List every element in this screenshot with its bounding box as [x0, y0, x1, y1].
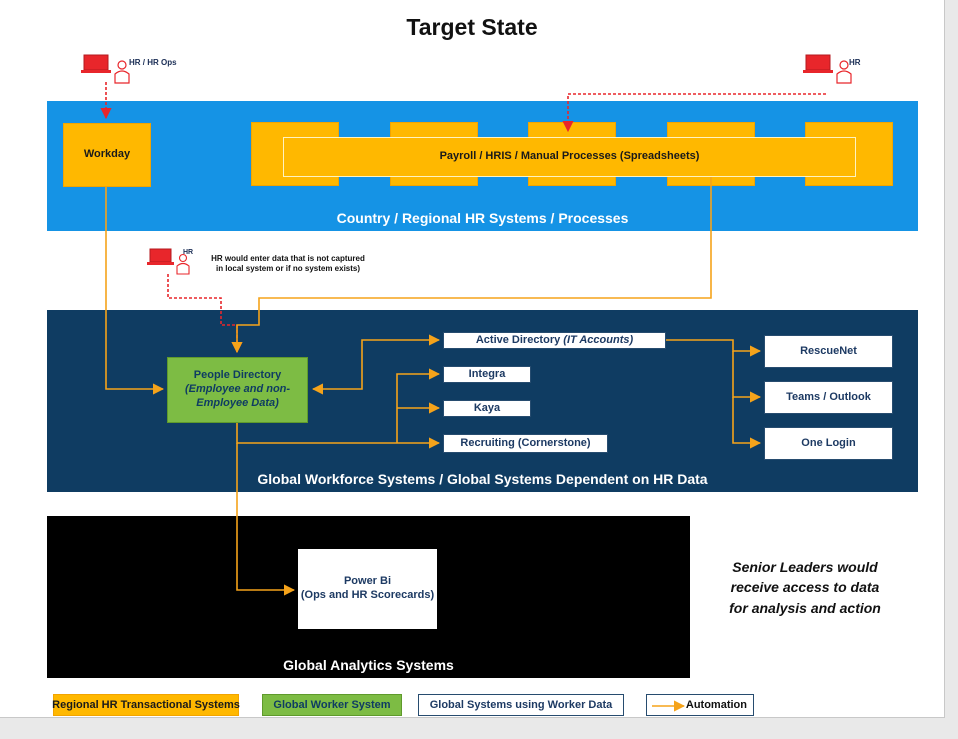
active-directory-label: Active Directory: [475, 333, 561, 346]
active-directory-suffix: (IT Accounts): [563, 333, 634, 346]
people-directory-box[interactable]: People Directory (Employee and non-Emplo…: [167, 357, 308, 423]
hr-note-line-2: in local system or if no system exists): [215, 264, 361, 274]
active-directory-box[interactable]: Active Directory (IT Accounts): [443, 332, 666, 349]
powerbi-subtitle: (Ops and HR Scorecards): [300, 589, 435, 601]
global-workforce-band-label: Global Workforce Systems / Global System…: [257, 471, 708, 487]
analytics-band-label: Global Analytics Systems: [283, 657, 454, 673]
rescuenet-box[interactable]: RescueNet: [764, 335, 893, 368]
onelogin-label: One Login: [801, 436, 856, 449]
recruiting-label: Recruiting (Cornerstone): [460, 436, 591, 449]
hr-entry-note: HR would enter data that is not captured…: [198, 254, 378, 275]
legend-regional-label: Regional HR Transactional Systems: [52, 699, 240, 711]
legend-global-using: Global Systems using Worker Data: [418, 694, 624, 716]
powerbi-title: Power Bi: [343, 575, 392, 588]
payroll-label: Payroll / HRIS / Manual Processes (Sprea…: [439, 150, 700, 163]
legend-regional: Regional HR Transactional Systems: [52, 694, 240, 716]
integra-box[interactable]: Integra: [443, 366, 531, 383]
rescuenet-label: RescueNet: [800, 344, 857, 357]
integra-label: Integra: [468, 367, 506, 380]
kaya-box[interactable]: Kaya: [443, 400, 531, 417]
legend-automation: Automation: [646, 694, 754, 716]
senior-note-line-3: for analysis and action: [729, 599, 881, 616]
legend-automation-label: Automation: [685, 699, 747, 711]
teams-outlook-label: Teams / Outlook: [786, 390, 871, 403]
teams-outlook-box[interactable]: Teams / Outlook: [764, 381, 893, 414]
legend-global-worker: Global Worker System: [262, 694, 402, 716]
legend-global-using-label: Global Systems using Worker Data: [429, 699, 613, 711]
powerbi-box[interactable]: Power Bi (Ops and HR Scorecards): [298, 549, 437, 629]
hr-ops-user-label: HR / HR Ops: [129, 58, 177, 67]
senior-leaders-note: Senior Leaders would receive access to d…: [705, 557, 905, 618]
hr-top-user-label: HR: [849, 58, 861, 67]
senior-note-line-1: Senior Leaders would: [732, 559, 878, 575]
kaya-label: Kaya: [473, 401, 501, 414]
onelogin-box[interactable]: One Login: [764, 427, 893, 460]
senior-note-line-2: receive access to data: [730, 579, 880, 596]
workday-box[interactable]: Workday: [63, 123, 151, 187]
people-directory-title: People Directory: [193, 369, 282, 382]
recruiting-box[interactable]: Recruiting (Cornerstone): [443, 434, 608, 453]
hr-mid-user-label: HR: [183, 249, 194, 256]
people-directory-subtitle: (Employee and non-Employee Data): [184, 383, 291, 409]
payroll-box[interactable]: Payroll / HRIS / Manual Processes (Sprea…: [283, 137, 856, 177]
workday-label: Workday: [83, 148, 131, 161]
page-title: Target State: [406, 14, 538, 40]
legend-global-worker-label: Global Worker System: [273, 699, 391, 711]
hr-note-line-1: HR would enter data that is not captured: [211, 254, 365, 263]
country-regional-band-label: Country / Regional HR Systems / Processe…: [336, 210, 629, 226]
